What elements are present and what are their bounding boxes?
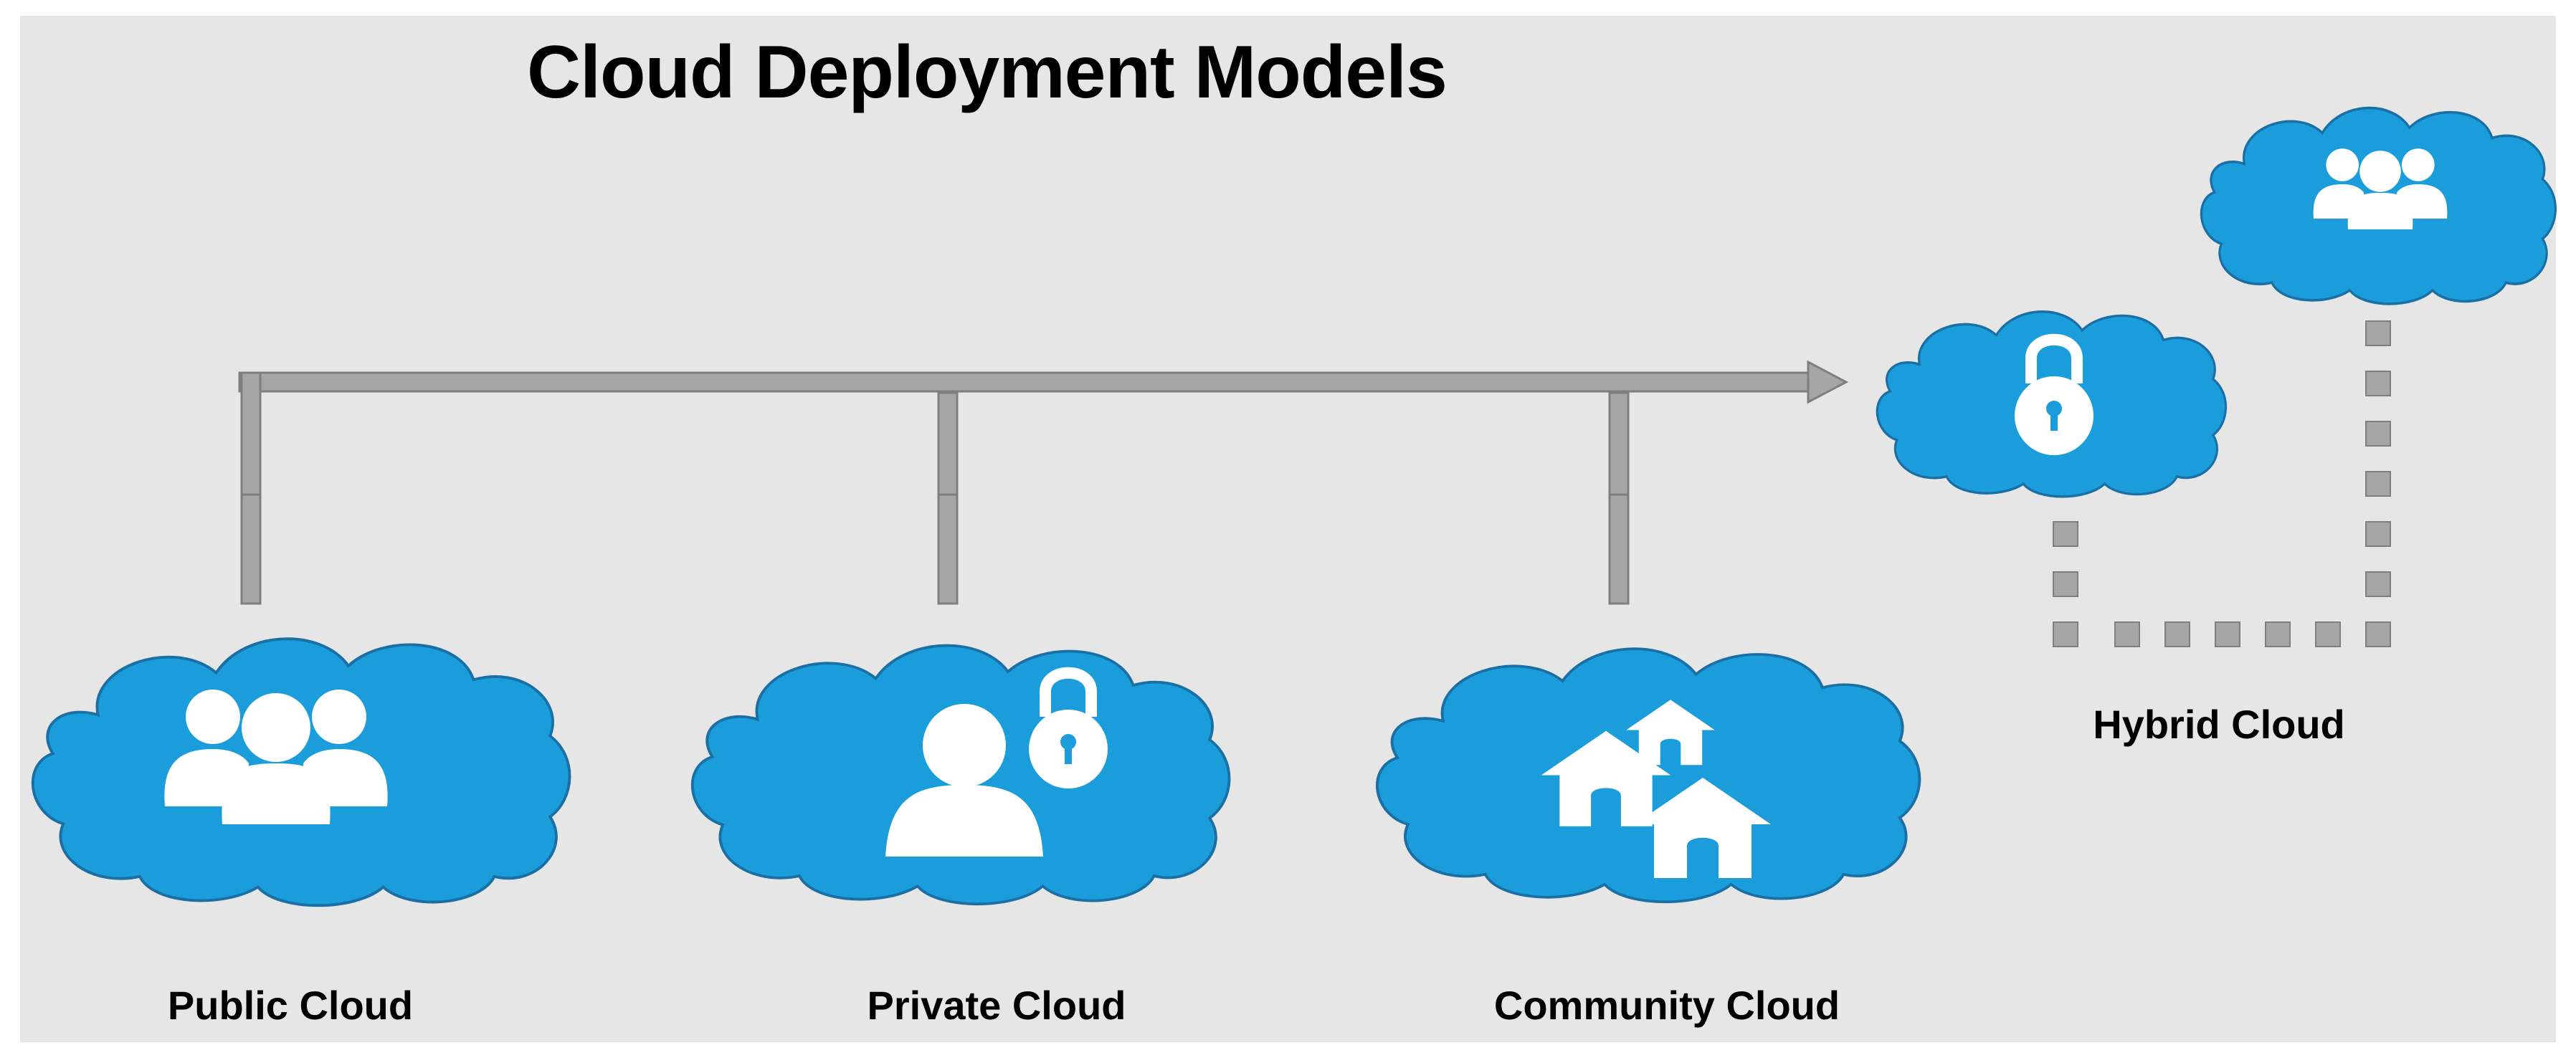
hybrid-cloud-public: [2200, 106, 2557, 305]
connector-main: [238, 360, 1849, 605]
hybrid-cloud-private: [1876, 310, 2228, 498]
users-group-icon: [2313, 148, 2448, 229]
private-cloud: [690, 644, 1231, 906]
public-cloud: [31, 637, 571, 907]
community-cloud: [1375, 647, 1921, 904]
public-cloud-label: Public Cloud: [167, 983, 414, 1028]
users-group-icon: [164, 690, 388, 824]
hybrid-cloud-label: Hybrid Cloud: [2093, 702, 2345, 747]
community-cloud-label: Community Cloud: [1493, 983, 1840, 1028]
user-icon: [885, 704, 1043, 857]
hybrid-dotted-connector: [2053, 320, 2391, 647]
diagram-title: Cloud Deployment Models: [527, 31, 1448, 114]
private-cloud-label: Private Cloud: [867, 983, 1126, 1028]
